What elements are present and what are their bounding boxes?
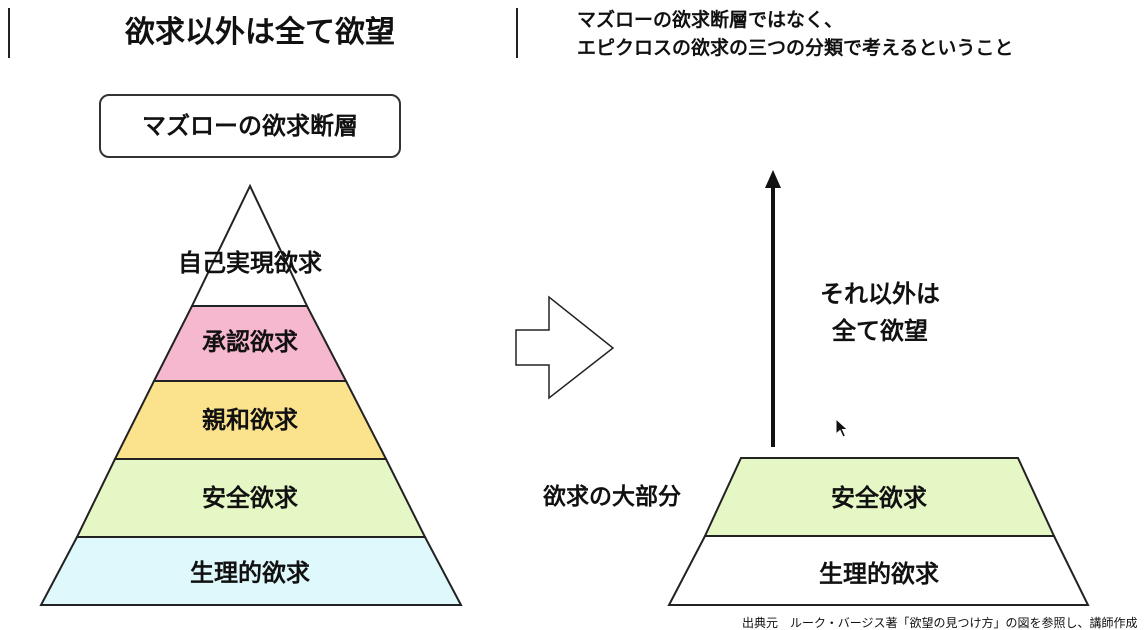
mouse-cursor-icon bbox=[835, 418, 849, 438]
center-divider bbox=[516, 8, 518, 58]
transition-arrow bbox=[515, 295, 615, 400]
subtitle-line-1: マズローの欲求断層ではなく、 bbox=[577, 9, 844, 31]
maslow-label-esteem: 承認欲求 bbox=[202, 328, 298, 356]
maslow-level-physiological bbox=[39, 536, 463, 606]
epicurus-level-physiological bbox=[667, 535, 1090, 606]
epicurus-label-physiological: 生理的欲求 bbox=[819, 560, 939, 588]
arrow-annotation-line-1: それ以外は bbox=[820, 280, 940, 308]
maslow-level-self-actualization bbox=[190, 183, 309, 307]
upward-arrow-head bbox=[765, 170, 781, 188]
majority-of-needs-label: 欲求の大部分 bbox=[543, 484, 681, 510]
maslow-heading-box: マズローの欲求断層 bbox=[99, 94, 401, 158]
maslow-label-safety: 安全欲求 bbox=[202, 484, 298, 512]
subtitle-line-2: エピクロスの欲求の三つの分類で考えるということ bbox=[577, 37, 1014, 59]
maslow-label-self-actualization: 自己実現欲求 bbox=[178, 249, 322, 277]
left-divider bbox=[8, 8, 10, 58]
arrow-annotation-line-2: 全て欲望 bbox=[832, 317, 928, 345]
epicurus-label-safety: 安全欲求 bbox=[831, 484, 927, 512]
page-title: 欲求以外は全て欲望 bbox=[125, 15, 395, 50]
maslow-label-belonging: 親和欲求 bbox=[202, 406, 298, 434]
maslow-label-physiological: 生理的欲求 bbox=[190, 559, 310, 587]
source-credit: 出典元 ルーク・バージス著「欲望の見つけ方」の図を参照し、講師作成 bbox=[742, 616, 1138, 630]
subtitle: マズローの欲求断層ではなく、 エピクロスの欲求の三つの分類で考えるということ bbox=[577, 6, 1013, 62]
